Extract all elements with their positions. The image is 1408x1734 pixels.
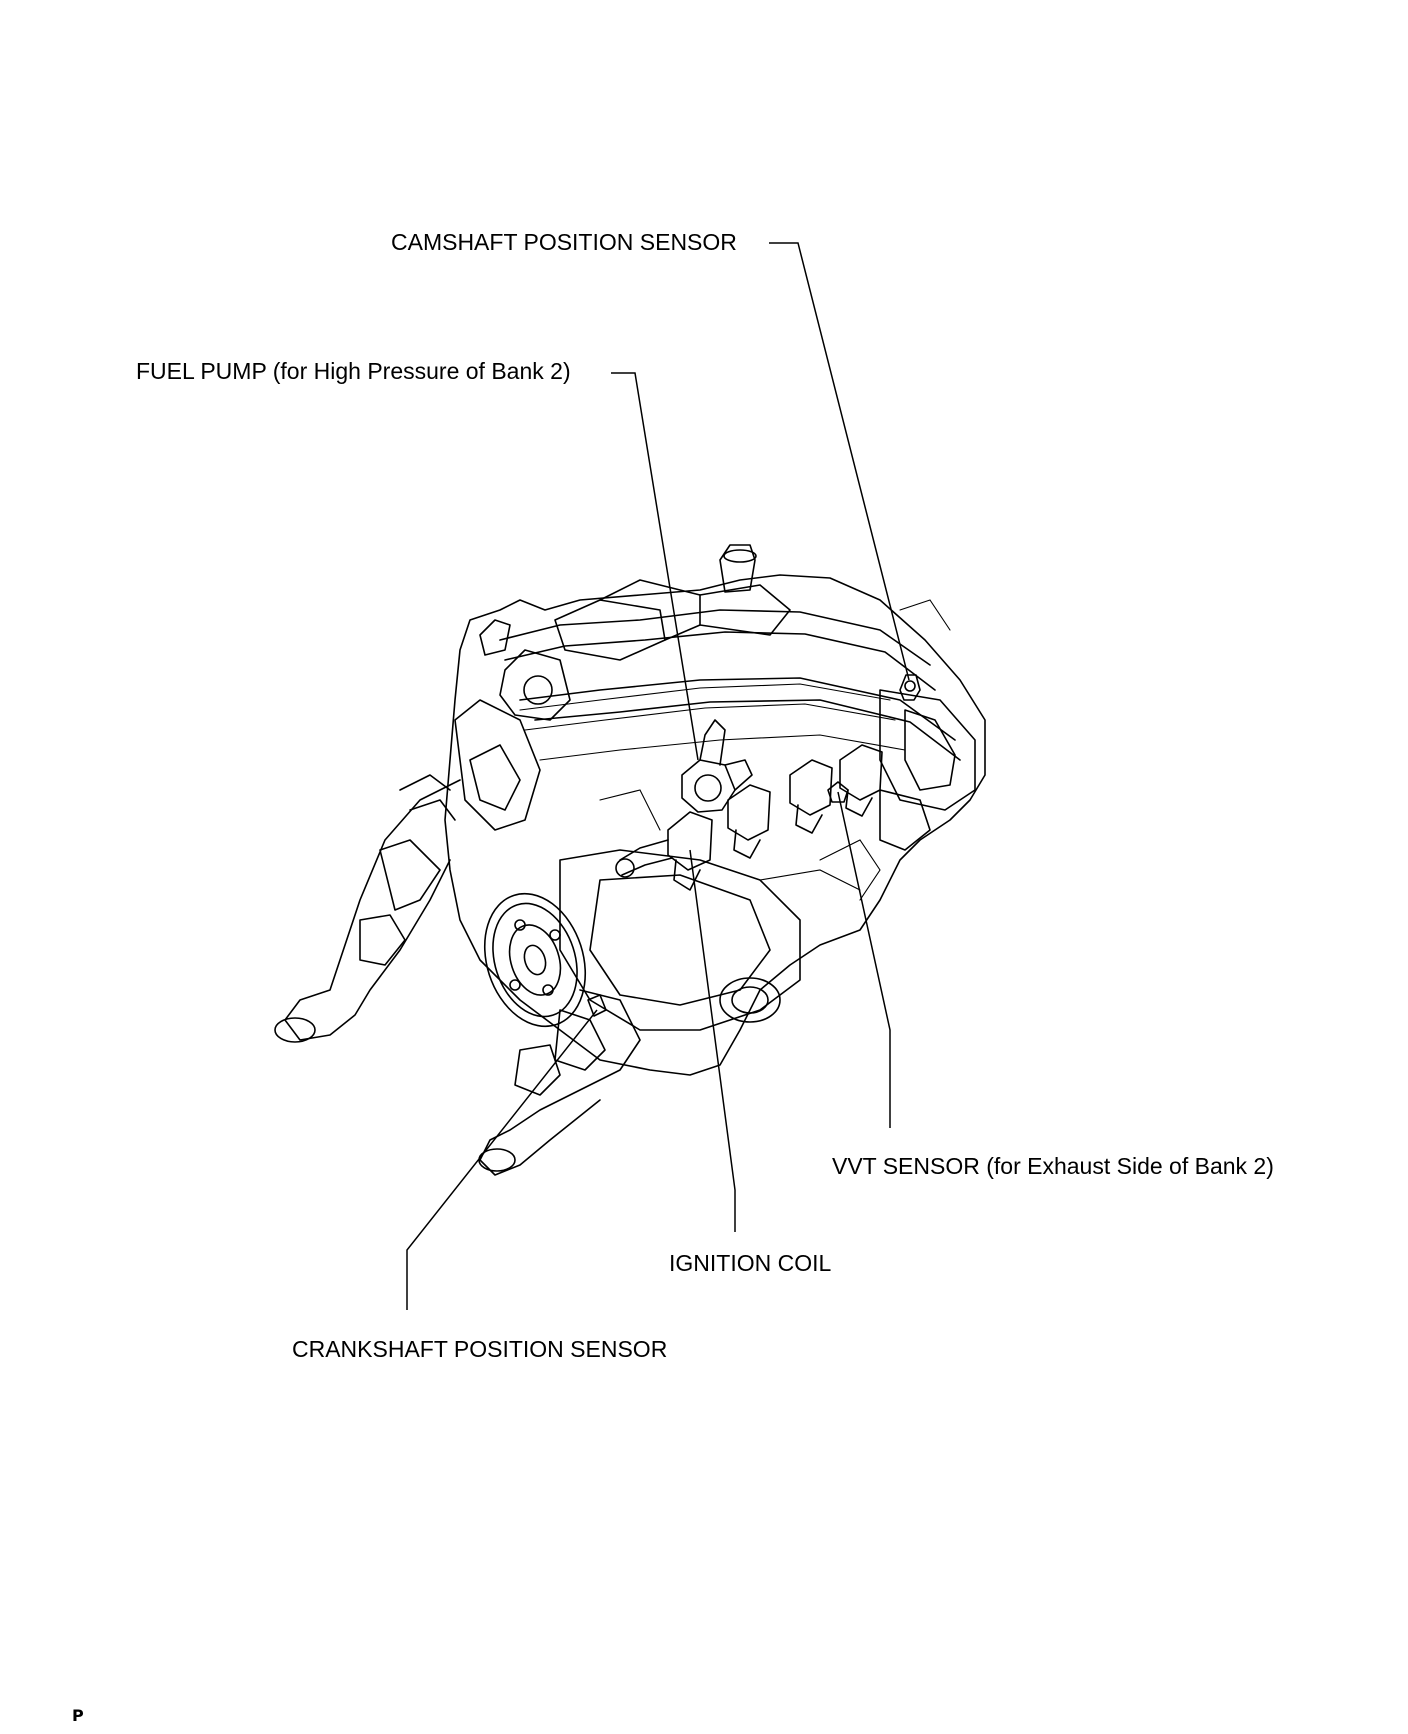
engine-illustration — [274, 544, 986, 1176]
ignition-coil-label: IGNITION COIL — [669, 1250, 832, 1276]
corner-mark: P — [72, 1706, 84, 1725]
leader-lines — [406, 242, 910, 1310]
fuel-pump-label: FUEL PUMP (for High Pressure of Bank 2) — [136, 358, 571, 384]
crankshaft-position-sensor-label: CRANKSHAFT POSITION SENSOR — [292, 1336, 668, 1362]
vvt-sensor-label: VVT SENSOR (for Exhaust Side of Bank 2) — [832, 1153, 1274, 1179]
camshaft-position-sensor-label: CAMSHAFT POSITION SENSOR — [391, 229, 737, 255]
